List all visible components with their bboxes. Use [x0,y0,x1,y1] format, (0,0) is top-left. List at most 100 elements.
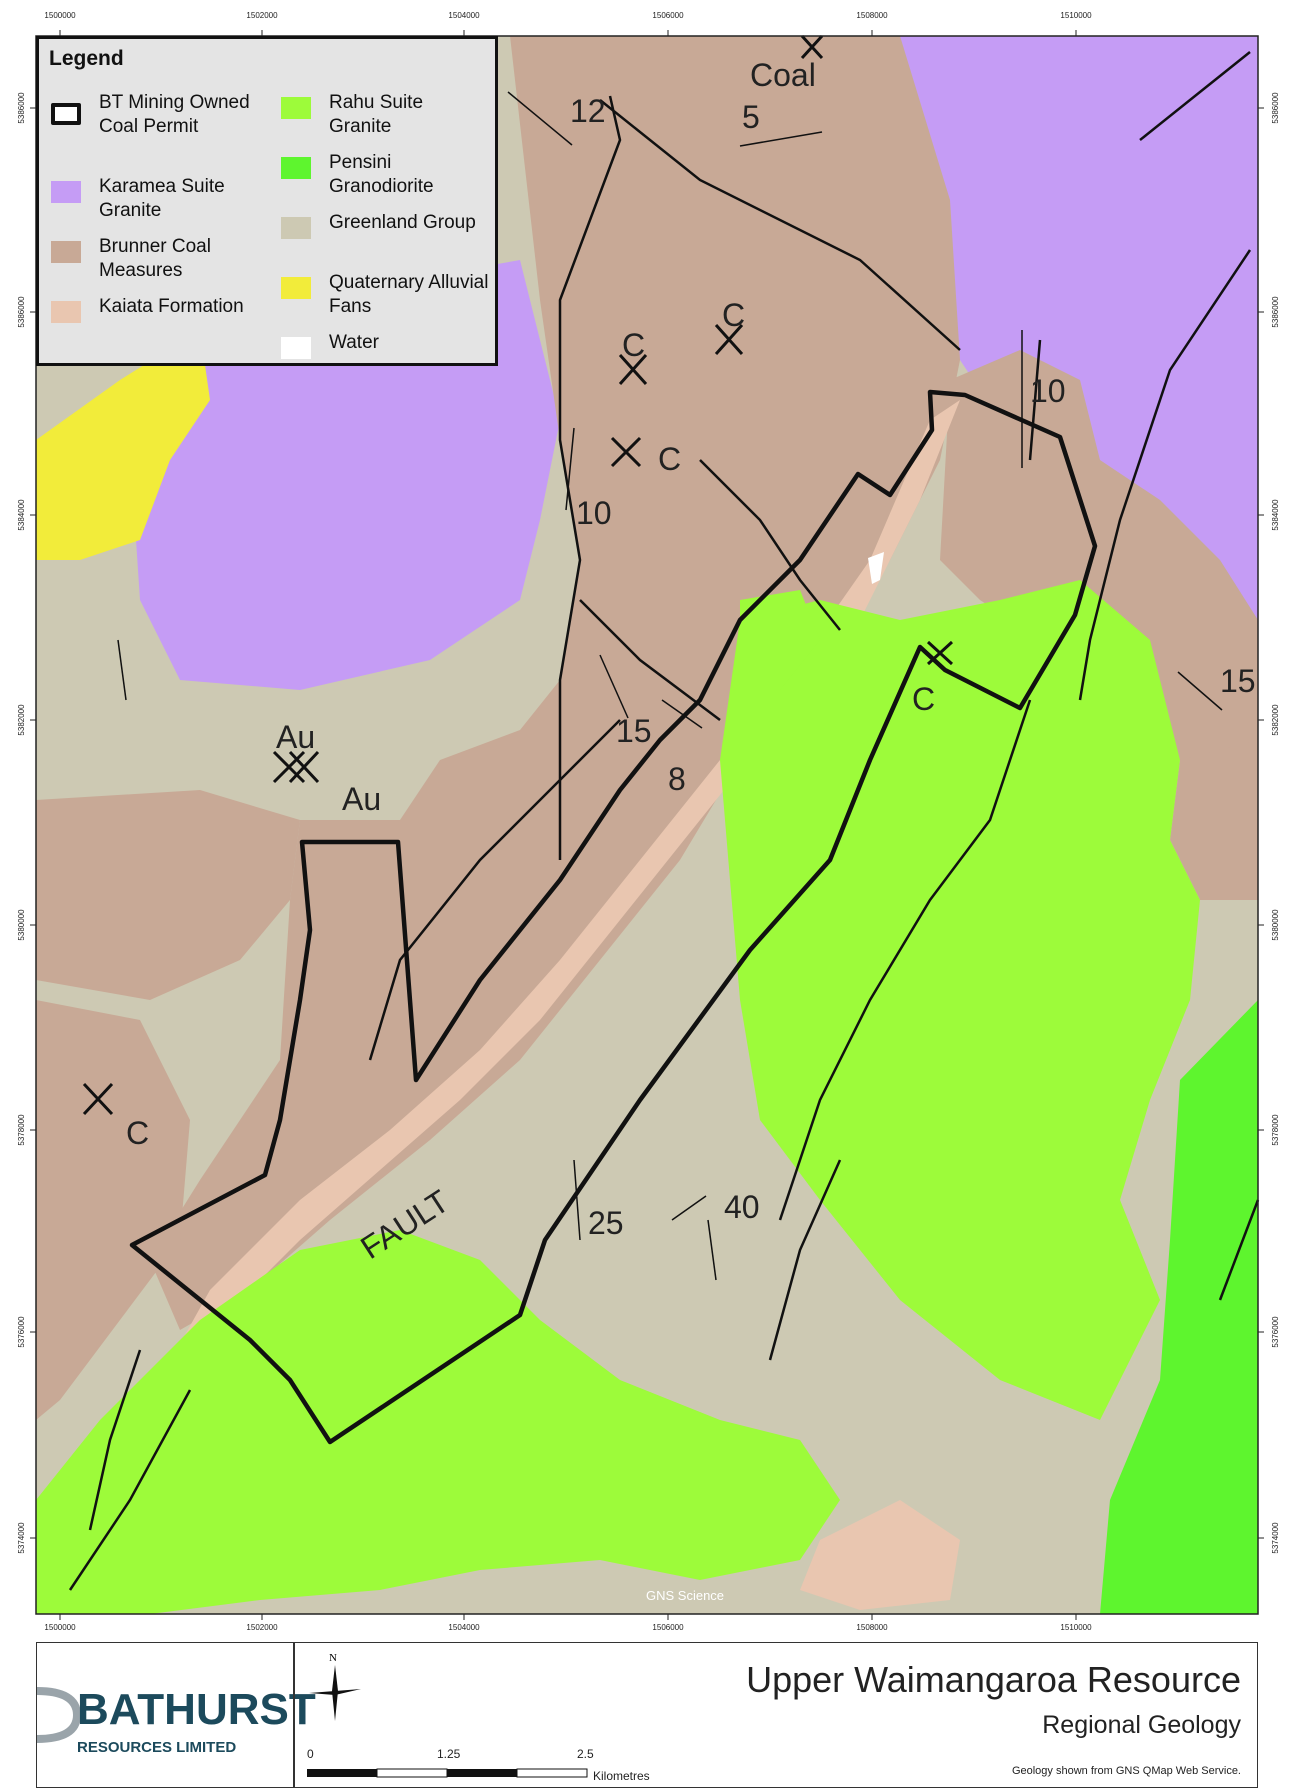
kaiata-fault-band [90,400,960,1614]
legend-label: Brunner Coal Measures [99,236,211,281]
legend-swatch [51,241,81,263]
dip-label-40: 40 [724,1189,760,1225]
y-ticks-left: 5386000 5386000 5384000 5382000 5380000 53780… [17,92,36,1554]
tick-label: 1510000 [1060,11,1092,20]
scale-label-0: 0 [307,1747,314,1761]
dip-label-10b: 10 [1030,373,1066,409]
tick-label: 5382000 [1271,704,1280,736]
logo-mark [37,1687,82,1743]
dip-label-25: 25 [588,1205,624,1241]
tick-label: 1508000 [856,1623,888,1630]
rahu-granite-small [740,590,820,690]
tick-label: 1506000 [652,1623,684,1630]
brunner-coal-west [36,790,300,1000]
label-coal: Coal [750,57,816,93]
legend-label: Kaiata Formation [99,296,244,317]
tick-label: 5382000 [17,704,26,736]
coal-permit-boundary[interactable] [129,389,1098,1445]
pensini-granodiorite [1100,1000,1258,1614]
karamea-granite-west [130,260,560,690]
map-subtitle: Regional Geology [1042,1711,1241,1739]
fault-lines [68,51,1260,1591]
dip-label-12: 12 [570,93,606,129]
tick-label: 5376000 [17,1316,26,1348]
tick-label: 1500000 [44,11,76,20]
dip-label-5: 5 [742,99,760,135]
tick-label: 5380000 [17,909,26,941]
north-label: N [329,1652,337,1664]
footer: BATHURST RESOURCES LIMITED N 0 1.25 2.5 … [36,1642,1258,1788]
tick-label: 1500000 [44,1623,76,1630]
map-title: Upper Waimangaroa Resource [746,1659,1241,1700]
legend-label: Quaternary Alluvial Fans [329,272,489,317]
footer-divider [293,1643,295,1787]
tick-label: 1504000 [448,1623,480,1630]
map-credit: Geology shown from GNS QMap Web Service. [1011,1765,1241,1777]
north-arrow-icon: N [309,1652,361,1721]
label-c-5: C [126,1115,149,1151]
legend-swatch [51,301,81,323]
legend-label: Water [329,332,379,353]
water-body [868,552,884,584]
logo-subtitle: RESOURCES LIMITED [77,1739,237,1756]
label-c-4: C [912,681,935,717]
geology-map[interactable]: Coal 12 5 C C C 10 10 Au Au 15 8 C 15 C … [0,0,1294,1630]
legend-swatch [281,337,311,359]
logo-name: BATHURST [77,1685,316,1734]
tick-label: 1508000 [856,11,888,20]
tick-label: 5380000 [1271,909,1280,941]
legend-label: Rahu Suite Granite [329,92,424,137]
tick-label: 5376000 [1271,1316,1280,1348]
tick-label: 5374000 [1271,1522,1280,1554]
dip-label-15b: 15 [1220,663,1256,699]
brunner-coal-northeast [940,350,1258,760]
legend-swatch [281,277,311,299]
brunner-coal-southwest [36,1000,190,1420]
rahu-granite-south [36,1230,840,1614]
label-au-2: Au [342,781,381,817]
brunner-coal-central [150,36,960,1330]
quaternary-fan [36,330,210,560]
dip-label-10a: 10 [576,495,612,531]
legend-swatch [281,217,311,239]
tick-label: 5378000 [1271,1114,1280,1146]
label-au-1: Au [276,719,315,755]
mine-symbols [82,34,954,1116]
legend-label: Pensini Granodiorite [329,152,434,197]
label-c-1: C [622,327,645,363]
scale-label-2: 2.5 [577,1747,594,1761]
tick-label: 5386000 [1271,92,1280,124]
legend-title: Legend [49,47,124,70]
y-ticks-right: 5386000538600053840005382000538000053780… [1258,92,1280,1554]
dip-label-8: 8 [668,761,686,797]
legend-swatch [51,181,81,203]
brunner-coal-east-patch [1170,740,1258,900]
label-c-2: C [722,297,745,333]
map-canvas: Coal 12 5 C C C 10 10 Au Au 15 8 C 15 C … [17,11,1280,1630]
tick-label: 5386000 [1271,296,1280,328]
legend-swatch [281,157,311,179]
legend-label: Karamea Suite Granite [99,176,225,221]
tick-label: 1502000 [246,1623,278,1630]
tick-label: 5378000 [17,1114,26,1146]
map-border [35,35,1259,1615]
tick-label: 5374000 [17,1522,26,1554]
legend-label: BT Mining Owned Coal Permit [99,92,250,137]
label-c-3: C [658,441,681,477]
dip-label-15a: 15 [616,713,652,749]
rahu-granite-east [720,580,1200,1420]
legend-swatch [281,97,311,119]
attribution: GNS Science [646,1588,724,1603]
tick-label: 1506000 [652,11,684,20]
tick-label: 5386000 [17,92,26,124]
tick-label: 1504000 [448,11,480,20]
scale-label-1: 1.25 [437,1747,461,1761]
dip-symbols [117,91,1223,1281]
tick-label: 5384000 [17,499,26,531]
tick-label: 5386000 [17,296,26,328]
legend-label: Greenland Group [329,212,476,233]
scale-unit: Kilometres [593,1769,650,1783]
